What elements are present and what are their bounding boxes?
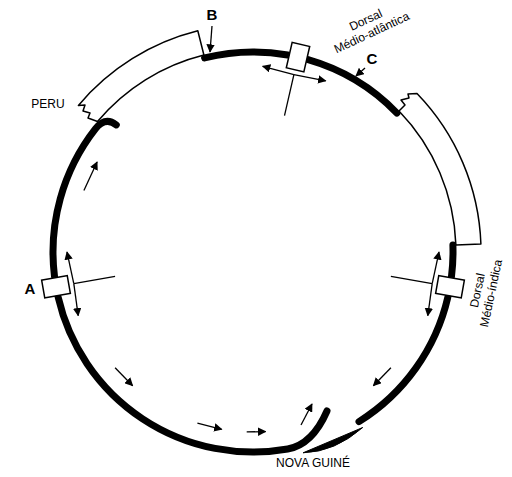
label-word: B bbox=[207, 6, 218, 23]
upwelling-line bbox=[285, 75, 294, 116]
motion-arrow bbox=[115, 368, 133, 386]
plate-arc bbox=[452, 245, 454, 276]
point-letter: C bbox=[367, 50, 378, 67]
plate-arc bbox=[58, 297, 327, 452]
place-label: NOVA GUINÉ bbox=[276, 457, 350, 471]
motion-arrow bbox=[84, 162, 97, 190]
spreading-arrow bbox=[263, 66, 294, 74]
ridge-marker bbox=[42, 276, 71, 298]
upwelling-line bbox=[391, 276, 432, 283]
plate-arc bbox=[308, 60, 397, 113]
place-label: PERU bbox=[31, 98, 64, 112]
motion-arrow bbox=[247, 431, 266, 433]
label-word: A bbox=[25, 280, 36, 297]
ridge-marker bbox=[436, 276, 465, 298]
upwelling-line bbox=[74, 276, 115, 283]
spreading-arrow bbox=[432, 252, 439, 284]
spreading-arrow bbox=[74, 284, 78, 316]
plate-arc bbox=[205, 52, 288, 58]
plate-arc bbox=[359, 297, 448, 422]
spreading-arrow bbox=[428, 284, 432, 316]
ridge-label: Dorsal Médio-índica bbox=[464, 256, 505, 329]
motion-arrow bbox=[373, 368, 391, 386]
plate-arcs bbox=[53, 52, 453, 452]
motion-arrow bbox=[197, 423, 221, 429]
motion-arrow bbox=[301, 404, 312, 425]
continent-band bbox=[399, 94, 481, 245]
label-word: C bbox=[367, 50, 378, 67]
ridge-marker bbox=[286, 42, 309, 71]
point-letter: B bbox=[207, 6, 218, 23]
spreading-arrow bbox=[67, 252, 74, 284]
label-word: NOVA bbox=[276, 456, 308, 470]
label-word: PERU bbox=[31, 97, 64, 111]
continent-band bbox=[78, 31, 203, 122]
motion-arrows bbox=[67, 26, 439, 432]
label-word: GUINÉ bbox=[312, 456, 350, 470]
plate-arc bbox=[53, 121, 116, 276]
pointer-arrow bbox=[210, 26, 212, 52]
point-letter: A bbox=[25, 280, 36, 297]
spreading-arrow bbox=[294, 75, 326, 81]
island-wedge bbox=[303, 428, 363, 453]
pointer-arrow bbox=[356, 68, 365, 76]
ridge-label: Dorsal Médio-atlântica bbox=[326, 0, 411, 57]
